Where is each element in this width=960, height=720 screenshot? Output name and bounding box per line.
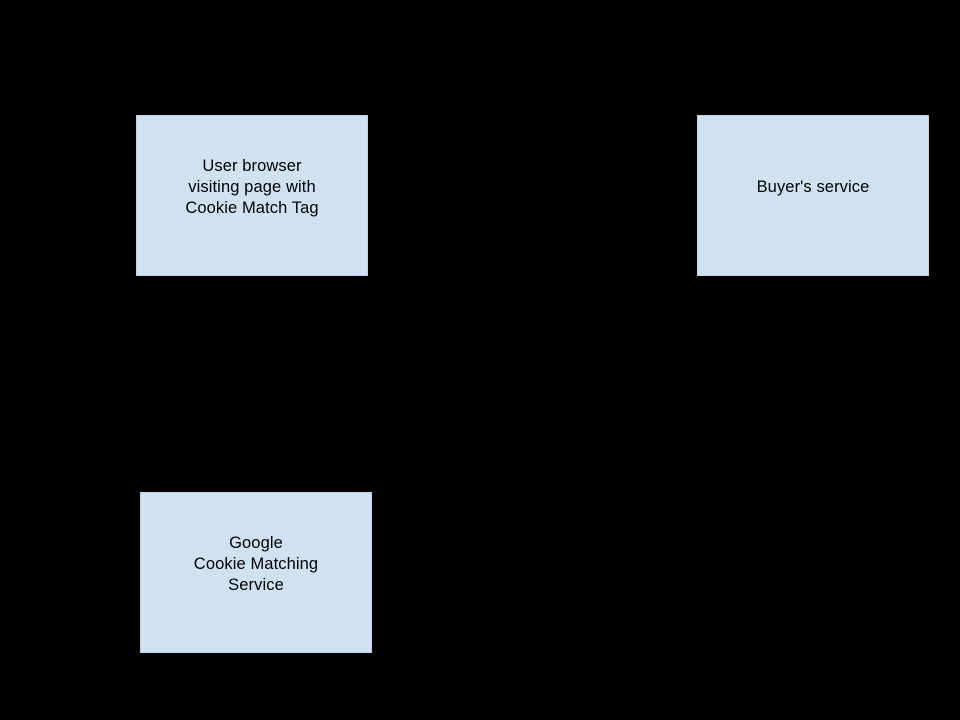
edge-google-cookie-matching-service-to-buyers-service	[371, 275, 814, 573]
node-user-browser-label: User browser visiting page with Cookie M…	[185, 157, 319, 217]
node-google-cookie-matching-service-label: Google Cookie Matching Service	[193, 534, 319, 594]
node-buyers-service-label: Buyer's service	[756, 178, 870, 196]
node-google-cookie-matching-service[interactable]: Google Cookie Matching Service	[140, 492, 372, 653]
edge-user-browser-to-google-cookie-matching-service	[251, 275, 257, 493]
node-user-browser[interactable]: User browser visiting page with Cookie M…	[136, 115, 368, 276]
node-buyers-service[interactable]: Buyer's service	[697, 115, 929, 276]
